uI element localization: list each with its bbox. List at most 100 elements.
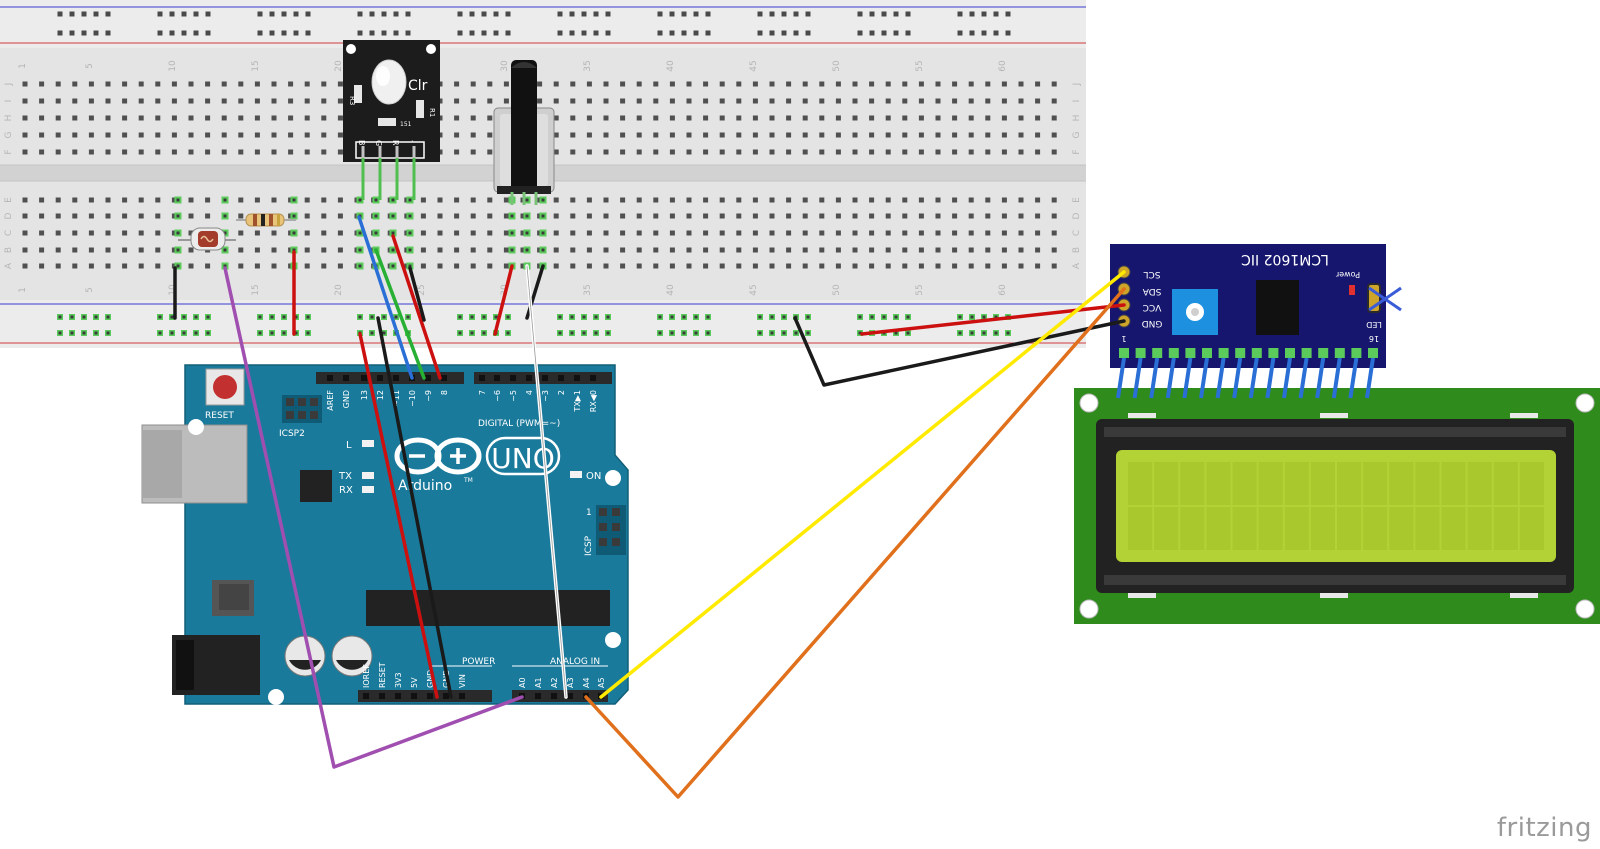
breadboard-column-number: 60 [998, 284, 1008, 296]
rail-hole-center [906, 331, 910, 335]
breadboard-hole [703, 230, 709, 236]
breadboard-hole [1018, 197, 1024, 203]
lcd-pin-lead [1315, 357, 1326, 399]
lcd-pin-lead [1248, 357, 1259, 399]
breadboard-hole [420, 247, 426, 253]
connected-hole-center [541, 231, 545, 235]
i2c-pin1-label: 1 [1121, 334, 1126, 343]
breadboard-hole [288, 132, 294, 138]
lcd-char-cell [1154, 507, 1179, 550]
rail-hole [69, 11, 75, 17]
breadboard-hole [205, 213, 211, 219]
breadboard-hole [105, 197, 111, 203]
breadboard-hole [503, 247, 509, 253]
rail-hole [669, 11, 675, 17]
rail-hole-center [258, 315, 262, 319]
breadboard-hole [968, 263, 974, 269]
breadboard-hole [686, 213, 692, 219]
rail-hole [769, 11, 775, 17]
breadboard-hole [752, 115, 758, 121]
breadboard-hole [852, 115, 858, 121]
breadboard-hole [55, 247, 61, 253]
rail-hole-center [670, 315, 674, 319]
breadboard-hole [55, 197, 61, 203]
header-pin-label: A2 [550, 677, 559, 688]
header-pin-label: A1 [534, 677, 543, 688]
breadboard-hole [603, 98, 609, 104]
breadboard-column-number: 40 [666, 60, 676, 72]
breadboard-hole [736, 213, 742, 219]
header-pin [379, 693, 385, 699]
rail-hole-center [370, 331, 374, 335]
breadboard-row-letter: A [4, 262, 14, 269]
breadboard-hole [1051, 149, 1057, 155]
breadboard-hole [686, 247, 692, 253]
rail-hole [969, 30, 975, 36]
breadboard-hole [155, 98, 161, 104]
breadboard-hole [1051, 247, 1057, 253]
breadboard-hole [935, 213, 941, 219]
breadboard-hole [869, 197, 875, 203]
breadboard-column-number: 1 [18, 287, 28, 293]
lcd-header-pin [1318, 348, 1329, 358]
connected-hole-center [223, 214, 227, 218]
lcd-display [1074, 388, 1600, 624]
breadboard-hole [653, 197, 659, 203]
rail-hole [757, 11, 763, 17]
breadboard-hole [985, 149, 991, 155]
connected-hole-center [391, 248, 395, 252]
breadboard-hole [39, 149, 45, 155]
rail-hole [569, 11, 575, 17]
rail-hole [369, 30, 375, 36]
rail-hole [705, 11, 711, 17]
header-pin [494, 375, 500, 381]
rail-hole [469, 30, 475, 36]
breadboard-row-letter: J [1072, 83, 1082, 87]
breadboard-hole [122, 115, 128, 121]
potentiometer-knob-icon[interactable] [511, 60, 537, 192]
breadboard-hole [918, 247, 924, 253]
rail-hole-center [82, 315, 86, 319]
lcd-pin-lead [1298, 357, 1309, 399]
connected-hole-center [358, 264, 362, 268]
rail-hole-center [82, 331, 86, 335]
breadboard-hole [470, 115, 476, 121]
breadboard-hole [669, 197, 675, 203]
led-on [570, 471, 582, 478]
breadboard-hole [902, 149, 908, 155]
breadboard-hole [188, 115, 194, 121]
breadboard-hole [1018, 263, 1024, 269]
breadboard-hole [669, 81, 675, 87]
breadboard-hole [39, 263, 45, 269]
breadboard-hole [55, 81, 61, 87]
rail-hole [93, 11, 99, 17]
wire-sda [584, 287, 1126, 799]
breadboard-hole [586, 149, 592, 155]
led-l [362, 440, 374, 447]
breadboard-hole [553, 132, 559, 138]
rail-hole-center [70, 331, 74, 335]
connected-hole-center [408, 231, 412, 235]
breadboard-hole [1035, 132, 1041, 138]
breadboard-hole [1001, 230, 1007, 236]
breadboard-hole [935, 149, 941, 155]
wires [173, 215, 1126, 799]
rail-hole [1005, 11, 1011, 17]
i2c-lcd-module: LCM1602 IIC Power LED 16 1 SCL SDA VCC G… [1110, 244, 1402, 399]
breadboard-hole [786, 98, 792, 104]
breadboard-hole [703, 98, 709, 104]
breadboard-hole [918, 98, 924, 104]
header-pin-label: RESET [378, 662, 387, 688]
breadboard-hole [487, 98, 493, 104]
rail-hole-center [358, 315, 362, 319]
breadboard-hole [122, 263, 128, 269]
rail-hole-center [882, 315, 886, 319]
rail-hole-center [858, 331, 862, 335]
breadboard-hole [454, 247, 460, 253]
breadboard-hole [869, 115, 875, 121]
lcd-char-cell [1519, 507, 1544, 550]
breadboard-hole [520, 213, 526, 219]
breadboard-hole [88, 230, 94, 236]
arduino-brand-label: Arduino [398, 478, 452, 494]
rail-hole-center [706, 331, 710, 335]
